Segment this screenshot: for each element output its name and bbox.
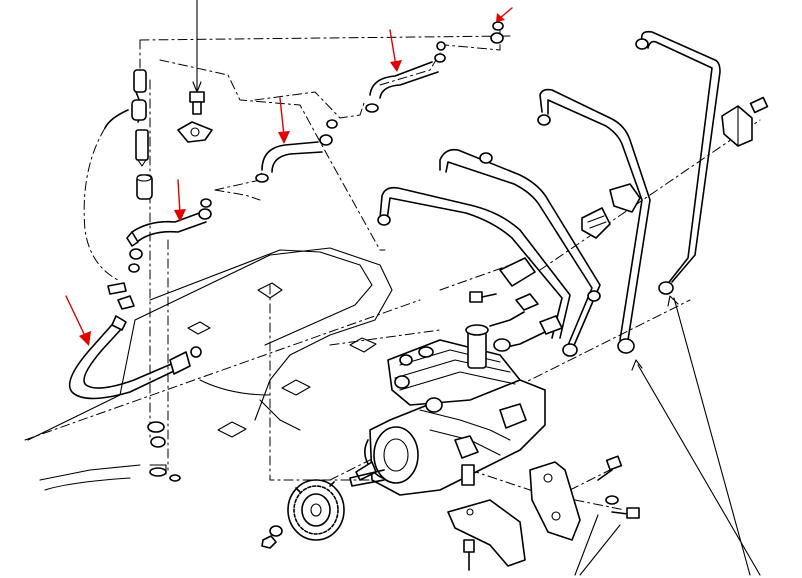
- callout-arrow-5: [65, 295, 91, 346]
- timing-gear: [287, 479, 345, 541]
- gear-nut-washer: [261, 525, 283, 549]
- pump-connectors: [469, 291, 563, 349]
- callout-arrow-1: [389, 29, 402, 72]
- callout-arrow-2: [496, 7, 513, 22]
- left-fitting-stack: [104, 69, 153, 200]
- leader-lines: [192, 0, 761, 576]
- mounting-bracket: [447, 461, 581, 567]
- engine-block-outline: [27, 247, 393, 491]
- left-small-fittings: [107, 248, 202, 482]
- red-callout-arrows: [65, 7, 513, 346]
- bracket-bolts: [463, 455, 640, 571]
- callout-arrow-4: [174, 179, 186, 222]
- injection-pump: [349, 324, 546, 496]
- injection-pipes: [377, 30, 721, 357]
- pipe-clamps: [499, 96, 769, 287]
- fuel-return-hoses: [68, 21, 504, 400]
- banjo-bolt-top: [177, 91, 213, 143]
- callout-arrow-3: [278, 97, 290, 144]
